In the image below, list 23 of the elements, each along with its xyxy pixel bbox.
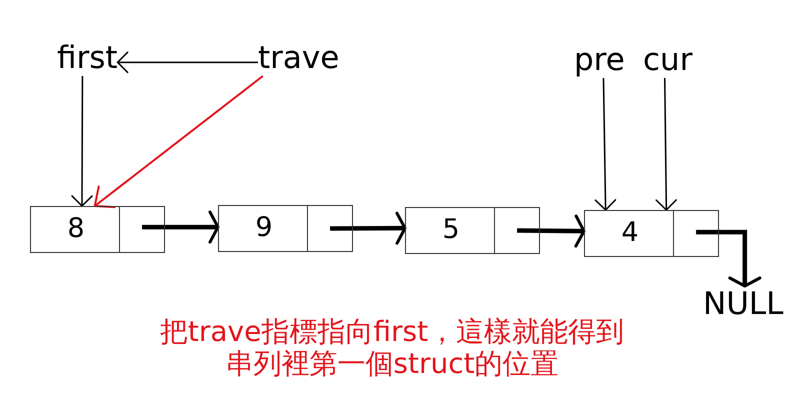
list-node-box [218,205,353,252]
arrow [696,230,762,288]
node-value: 5 [442,214,460,246]
list-node-box [405,207,540,254]
arrow [330,212,406,245]
arrow [71,76,93,207]
pointer-label: pre [574,42,625,78]
null-label: NULL [703,286,784,322]
arrow [655,78,677,211]
node-value: 9 [255,212,273,244]
node-value: 8 [67,213,85,245]
node-value: 4 [621,217,639,249]
pointer-label: first [57,40,118,76]
pointer-label: cur [643,42,692,78]
arrow [94,75,264,208]
arrow [517,214,586,248]
list-node-box [584,210,719,257]
arrow [594,78,616,211]
arrow [116,52,258,74]
pointer-label: trave [258,40,340,76]
list-node-box [30,206,165,253]
caption: 把trave指標指向first，這樣就能得到串列裡第一個struct的位置 [158,316,626,380]
arrow [142,210,220,244]
